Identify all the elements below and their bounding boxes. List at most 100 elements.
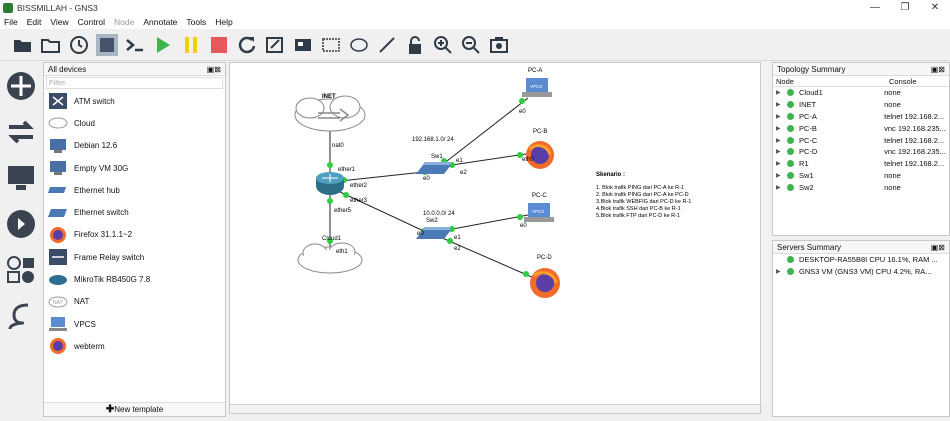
topology-summary-header: Topology Summary ▣⊠ [773,63,949,76]
topology-canvas[interactable]: INET nat0 ether1 ether2 ether3 ether5 19… [229,62,761,414]
add-note-icon[interactable] [264,34,286,56]
close-button[interactable]: ✕ [930,2,940,13]
menu-node[interactable]: Node [114,17,135,27]
draw-rectangle-icon[interactable] [320,34,342,56]
menu-tools[interactable]: Tools [186,17,207,27]
start-all-icon[interactable] [152,34,174,56]
stop-all-icon[interactable] [208,34,230,56]
device-filter-input[interactable]: Filter [46,77,223,89]
insert-picture-icon[interactable] [292,34,314,56]
device-item-empty-vm[interactable]: Empty VM 30G [44,157,225,179]
folder-icon[interactable] [40,34,62,56]
add-link-icon[interactable] [5,300,37,332]
device-item-ethernet-switch[interactable]: Ethernet switch [44,201,225,223]
svg-text:e2: e2 [454,246,461,252]
browse-security-devices-icon[interactable] [5,208,37,240]
cloud1-node [297,242,363,274]
device-item-webterm[interactable]: webterm [44,335,225,357]
minimize-button[interactable]: — [870,2,880,13]
sw2-switch-node [416,227,451,239]
menu-help[interactable]: Help [215,17,233,27]
device-item-debian[interactable]: Debian 12.6 [44,135,225,157]
pcb-firefox-node [526,141,554,169]
menu-annotate[interactable]: Annotate [143,17,178,27]
pcc-vpcs-node: VPCS [524,203,554,222]
menu-view[interactable]: View [50,17,69,27]
draw-line-icon[interactable] [376,34,398,56]
maximize-button[interactable]: ❐ [900,2,910,13]
device-item-firefox[interactable]: Firefox 31.1.1~2 [44,224,225,246]
servers-summary-title: Servers Summary [777,242,842,252]
svg-text:e2: e2 [460,170,467,176]
nat-icon: NAT [48,294,68,310]
link-sw1-pca [437,97,529,169]
webterm-icon [48,338,68,355]
browse-all-devices-icon[interactable] [5,254,37,286]
device-item-atm-switch[interactable]: ATM switch [44,90,225,112]
svg-text:Sw1: Sw1 [431,154,443,160]
dock-close-icon[interactable]: ▣⊠ [206,64,221,74]
scenario-line-2: 2. Blok trafik PING dari PC-A ke PC-D [596,192,689,198]
device-item-vpcs[interactable]: VPCS [44,313,225,335]
server-row[interactable]: DESKTOP-RA55B8I CPU 16.1%, RAM ... [773,254,949,266]
new-template-button[interactable]: ✚New template [44,402,225,416]
devices-panel-header: All devices ▣⊠ [44,63,225,76]
frame-relay-switch-icon [48,249,68,266]
svg-text:e0: e0 [520,223,527,229]
canvas-vertical-scrollbar[interactable] [760,62,768,404]
topology-columns: Node Console [773,76,949,87]
device-item-cloud[interactable]: Cloud [44,112,225,134]
browse-switches-icon[interactable] [5,116,37,148]
draw-ellipse-icon[interactable] [348,34,370,56]
toolbar [0,29,950,61]
expand-arrow-icon: ▶ [776,149,781,156]
servers-summary-panel: Servers Summary ▣⊠ DESKTOP-RA55B8I CPU 1… [772,240,950,417]
svg-text:e1: e1 [454,235,461,241]
dock-close-icon[interactable]: ▣⊠ [930,242,945,252]
open-folder-icon[interactable] [12,34,34,56]
show-interface-labels-icon[interactable] [96,33,118,56]
zoom-out-icon[interactable] [460,34,482,56]
scenario-line-3: 3.Blok trafik WEBFIG dari PC-D ke R-1 [596,199,691,205]
window-controls: — ❐ ✕ [860,0,950,15]
server-row[interactable]: ▶GNS3 VM (GNS3 VM) CPU 4.2%, RA... [776,266,932,276]
devices-panel-title: All devices [48,64,87,74]
menu-file[interactable]: File [4,17,18,27]
servers-summary-header: Servers Summary ▣⊠ [773,241,949,254]
empty-vm-icon [48,160,68,176]
pca-vpcs-node: VPCS [522,78,552,97]
lock-icon[interactable] [404,34,426,56]
suspend-all-icon[interactable] [180,34,202,56]
reload-icon[interactable] [236,34,258,56]
scenario-line-4: 4.Blok trafik SSH dari PC-B ke R-1 [596,206,681,212]
canvas-horizontal-scrollbar[interactable] [229,404,761,414]
screenshot-camera-icon[interactable] [488,34,510,56]
ethernet-switch-icon [48,205,68,221]
dock-close-icon[interactable]: ▣⊠ [930,64,945,74]
zoom-in-icon[interactable] [432,34,454,56]
browse-routers-icon[interactable] [5,70,37,102]
vpcs-icon [48,316,68,332]
menu-control[interactable]: Control [77,17,106,27]
device-item-ethernet-hub[interactable]: Ethernet hub [44,179,225,201]
status-green-icon [787,101,794,109]
plus-icon: ✚ [105,404,115,415]
status-green-icon [787,267,794,275]
console-icon[interactable] [124,34,146,56]
browse-end-devices-icon[interactable] [5,162,37,194]
status-green-icon [787,160,794,168]
device-item-frame-relay[interactable]: Frame Relay switch [44,246,225,268]
snapshot-clock-icon[interactable] [68,34,90,56]
menu-edit[interactable]: Edit [26,17,42,27]
device-item-mikrotik[interactable]: MikroTik RB450G 7.8 [44,268,225,290]
